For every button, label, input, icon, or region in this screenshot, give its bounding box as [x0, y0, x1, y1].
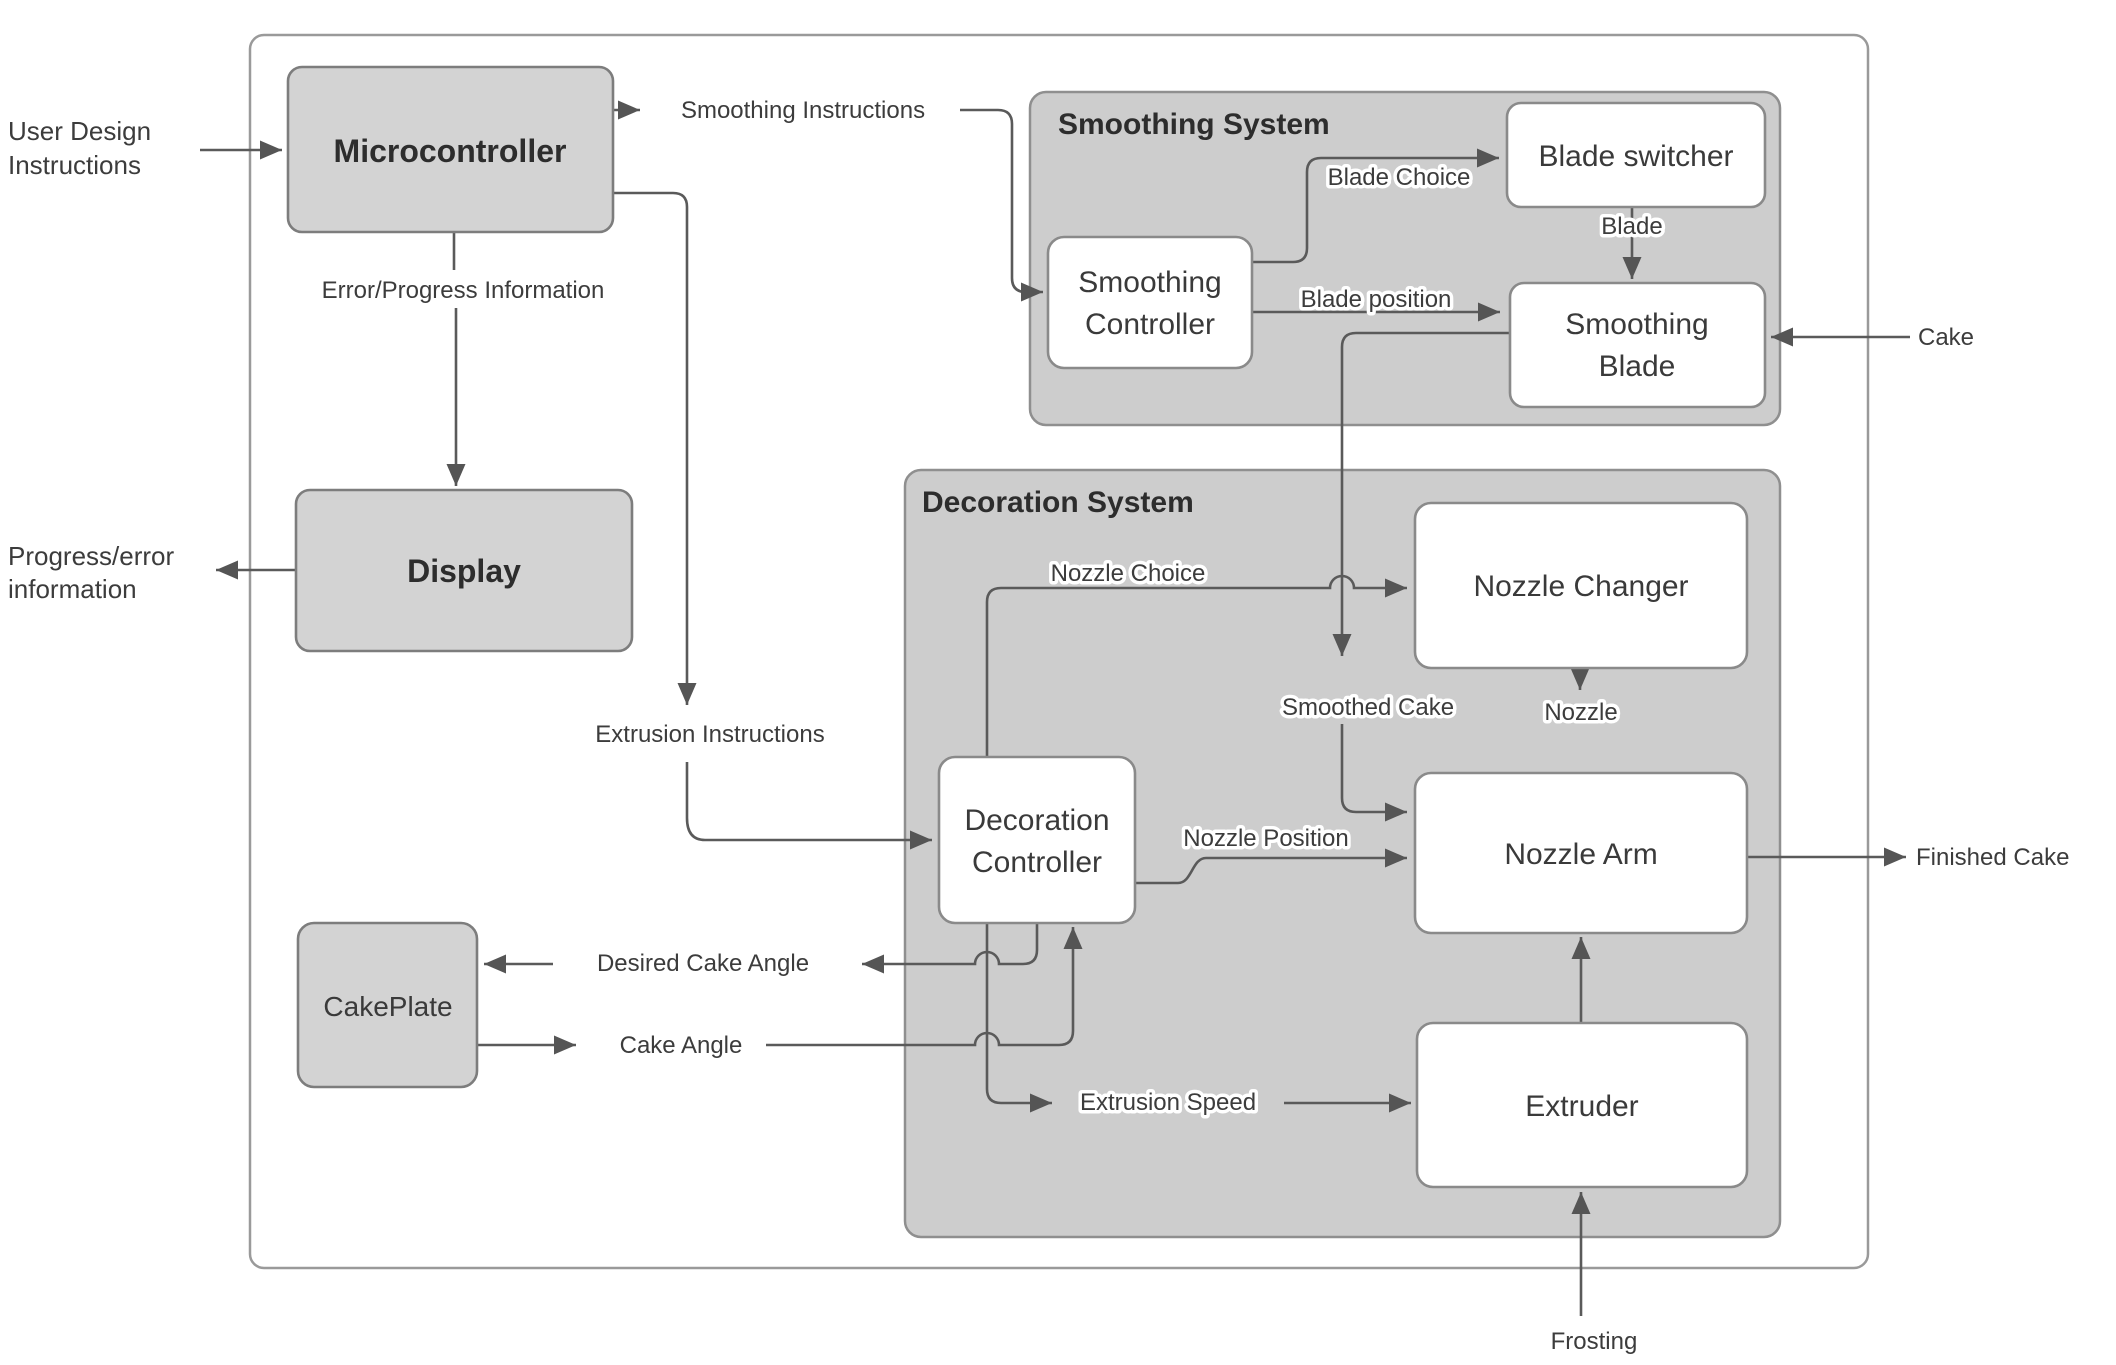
cakeplate-label: CakePlate: [323, 991, 452, 1022]
display-label: Display: [407, 553, 521, 589]
progress-error-label-line1: Progress/error: [8, 541, 174, 571]
desired-cake-angle-edge-start: [862, 923, 1039, 974]
extruder-label: Extruder: [1525, 1090, 1638, 1123]
smoothed-cake-edge-end: [1340, 724, 1407, 822]
smoothed-cake-edge-start: [1332, 331, 1510, 656]
decoration-controller-label-line1: Decoration: [964, 804, 1109, 837]
decoration-controller-node: [937, 755, 1137, 925]
nozzle-label: Nozzle: [1544, 699, 1617, 726]
frosting-label: Frosting: [1551, 1328, 1638, 1355]
blade-switcher-node: [1505, 101, 1767, 209]
extrusion-speed-edge-start: [985, 923, 1052, 1113]
nozzle-position-edge: [1135, 848, 1407, 885]
nozzle-changer-label: Nozzle Changer: [1473, 570, 1688, 603]
smoothing-system-title: Smoothing System: [1058, 108, 1330, 141]
extrusion-instructions-edge-start: [613, 191, 697, 705]
extrusion-speed-label: Extrusion Speed: [1080, 1089, 1256, 1116]
microcontroller-label: Microcontroller: [334, 133, 567, 169]
extrusion-instructions-label: Extrusion Instructions: [595, 721, 824, 748]
microcontroller-node: [286, 65, 615, 234]
blade-choice-label: Blade Choice: [1328, 164, 1471, 191]
smoothing-controller-label-line1: Smoothing: [1078, 266, 1221, 299]
display-node: [294, 488, 634, 653]
nozzle-arm-label: Nozzle Arm: [1504, 838, 1657, 871]
cakeplate-node: [296, 921, 479, 1089]
smoothing-instructions-label: Smoothing Instructions: [681, 97, 925, 124]
blade-choice-edge: [1252, 148, 1499, 264]
blade-label: Blade: [1601, 213, 1662, 240]
smoothing-blade-label-line1: Smoothing: [1565, 308, 1708, 341]
decoration-controller-label-line2: Controller: [972, 846, 1102, 879]
decoration-system-title: Decoration System: [922, 486, 1194, 519]
nozzle-choice-label: Nozzle Choice: [1051, 560, 1206, 587]
user-design-label-line2: Instructions: [8, 150, 141, 180]
progress-error-label-line2: information: [8, 574, 137, 604]
nozzle-changer-node: [1413, 501, 1749, 670]
smoothing-instructions-edge-end: [960, 108, 1043, 302]
desired-cake-angle-label: Desired Cake Angle: [597, 950, 809, 977]
error-progress-label: Error/Progress Information: [322, 277, 605, 304]
smoothing-controller-node: [1046, 235, 1254, 370]
user-design-label-line1: User Design: [8, 116, 151, 146]
cake-label: Cake: [1918, 324, 1974, 351]
nozzle-choice-edge: [985, 574, 1407, 757]
smoothing-blade-node: [1508, 281, 1767, 409]
nozzle-position-label: Nozzle Position: [1183, 825, 1348, 852]
extruder-node: [1415, 1021, 1749, 1189]
cake-angle-edge-end: [766, 927, 1083, 1047]
smoothed-cake-label: Smoothed Cake: [1282, 694, 1454, 721]
extrusion-instructions-edge-end: [685, 762, 932, 850]
blade-position-label: Blade position: [1301, 286, 1452, 313]
finished-cake-label: Finished Cake: [1916, 844, 2069, 871]
nozzle-arm-node: [1413, 771, 1749, 935]
smoothing-blade-label-line2: Blade: [1599, 350, 1676, 383]
blade-switcher-label: Blade switcher: [1538, 140, 1733, 173]
smoothing-controller-label-line2: Controller: [1085, 308, 1215, 341]
cake-angle-label: Cake Angle: [620, 1032, 743, 1059]
